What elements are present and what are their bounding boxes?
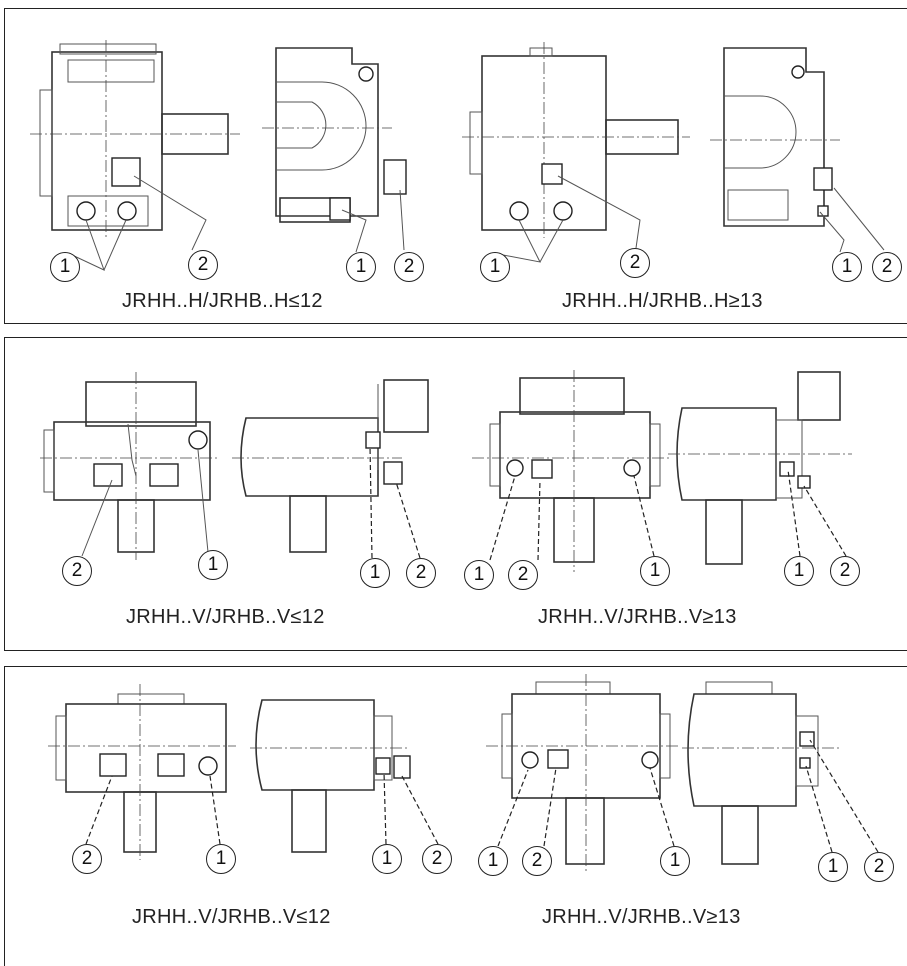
callout-2: 2 bbox=[522, 846, 552, 876]
drawing-v-large-front bbox=[472, 370, 670, 572]
drawing-v2-large-side bbox=[682, 681, 840, 865]
drawing-v-large-side bbox=[668, 371, 852, 565]
drawing-h-large-front bbox=[462, 42, 690, 238]
callout-1: 1 bbox=[480, 252, 510, 282]
callout-1: 1 bbox=[198, 550, 228, 580]
drawing-h-small-front bbox=[30, 40, 240, 240]
panel-vertical-b bbox=[4, 666, 907, 966]
callout-2: 2 bbox=[406, 558, 436, 588]
caption-v-small: JRHH..V/JRHB..V≤12 bbox=[126, 606, 325, 628]
callout-1: 1 bbox=[640, 556, 670, 586]
drawing-v-small-front bbox=[40, 372, 218, 560]
callout-2: 2 bbox=[620, 248, 650, 278]
caption-h-small: JRHH..H/JRHB..H≤12 bbox=[122, 290, 323, 312]
leader-lines bbox=[69, 175, 885, 853]
callout-2: 2 bbox=[508, 560, 538, 590]
callout-2: 2 bbox=[394, 252, 424, 282]
callout-2: 2 bbox=[72, 844, 102, 874]
caption-v2-large: JRHH..V/JRHB..V≥13 bbox=[542, 906, 741, 928]
drawing-h-small-side bbox=[262, 47, 407, 223]
callout-2: 2 bbox=[188, 250, 218, 280]
callout-2: 2 bbox=[830, 556, 860, 586]
callout-1: 1 bbox=[346, 252, 376, 282]
callout-2: 2 bbox=[62, 556, 92, 586]
callout-1: 1 bbox=[660, 846, 690, 876]
callout-1: 1 bbox=[478, 846, 508, 876]
drawing-v2-small-side bbox=[250, 699, 411, 853]
callout-1: 1 bbox=[784, 556, 814, 586]
callout-1: 1 bbox=[832, 252, 862, 282]
callout-2: 2 bbox=[864, 852, 894, 882]
callout-1: 1 bbox=[50, 252, 80, 282]
callout-1: 1 bbox=[206, 844, 236, 874]
caption-v2-small: JRHH..V/JRHB..V≤12 bbox=[132, 906, 331, 928]
callout-1: 1 bbox=[818, 852, 848, 882]
callout-2: 2 bbox=[872, 252, 902, 282]
drawing-v2-large-front bbox=[486, 674, 680, 872]
drawing-h-large-side bbox=[710, 47, 840, 227]
callout-1: 1 bbox=[372, 844, 402, 874]
drawing-v2-small-front bbox=[48, 684, 236, 860]
callout-1: 1 bbox=[360, 558, 390, 588]
panel-vertical-a bbox=[4, 337, 907, 651]
caption-v-large: JRHH..V/JRHB..V≥13 bbox=[538, 606, 737, 628]
panel-horizontal bbox=[4, 8, 907, 324]
caption-h-large: JRHH..H/JRHB..H≥13 bbox=[562, 290, 763, 312]
callout-1: 1 bbox=[464, 560, 494, 590]
callout-2: 2 bbox=[422, 844, 452, 874]
drawing-v-small-side bbox=[232, 379, 429, 553]
